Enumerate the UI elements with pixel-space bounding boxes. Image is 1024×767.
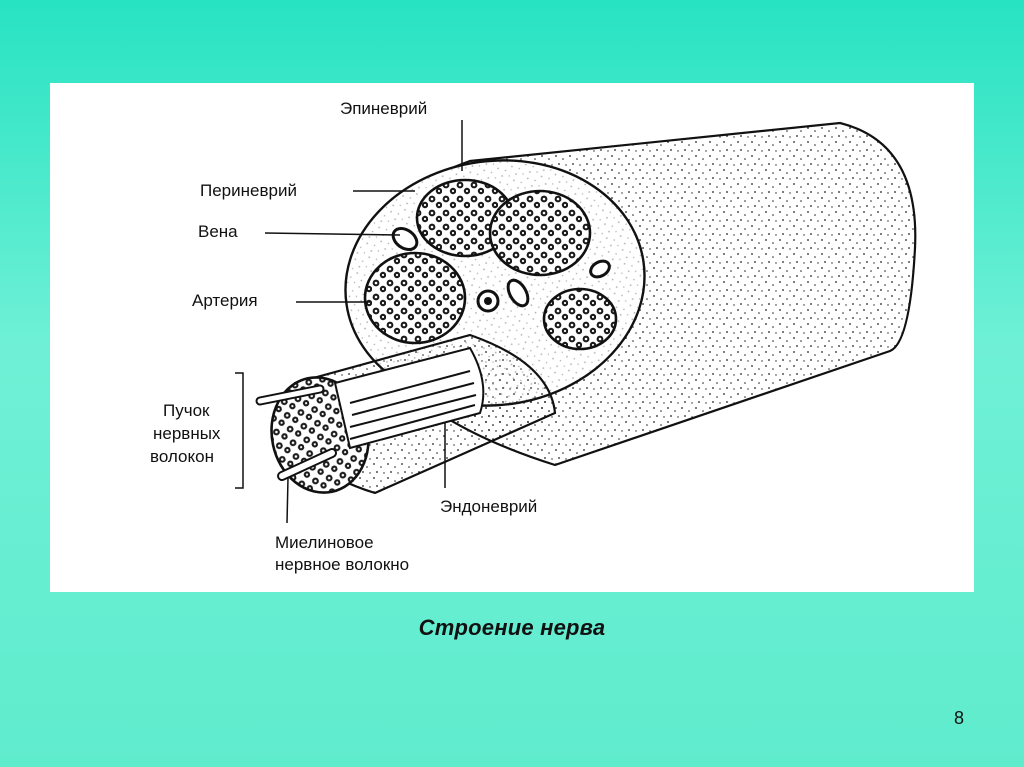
diagram-panel: Эпиневрий Периневрий Вена Артерия Пучок … bbox=[50, 83, 974, 592]
label-myelin-line2: нервное волокно bbox=[275, 555, 409, 574]
figure-caption: Строение нерва bbox=[418, 615, 606, 640]
label-myelin-line1: Миелиновое bbox=[275, 533, 374, 552]
label-artery: Артерия bbox=[192, 291, 258, 310]
leader-lines bbox=[235, 120, 463, 524]
label-endoneurium: Эндоневрий bbox=[440, 497, 537, 516]
label-bundle-line3: волокон bbox=[150, 447, 214, 466]
label-bundle-line2: нервных bbox=[153, 424, 221, 443]
vein-shape bbox=[589, 259, 611, 279]
vessel-shape bbox=[506, 278, 530, 308]
label-perineurium: Периневрий bbox=[200, 181, 297, 200]
label-bundle-line1: Пучок bbox=[163, 401, 210, 420]
fascicle bbox=[363, 251, 467, 345]
label-epineurium: Эпиневрий bbox=[340, 99, 427, 118]
fascicle bbox=[488, 189, 592, 277]
fiber-window bbox=[333, 346, 485, 450]
label-vein: Вена bbox=[198, 222, 238, 241]
fascicle bbox=[542, 287, 618, 351]
nerve-structure-illustration: Эпиневрий Периневрий Вена Артерия Пучок … bbox=[150, 99, 917, 574]
vein-shape bbox=[391, 227, 419, 251]
page-number: 8 bbox=[953, 708, 964, 728]
